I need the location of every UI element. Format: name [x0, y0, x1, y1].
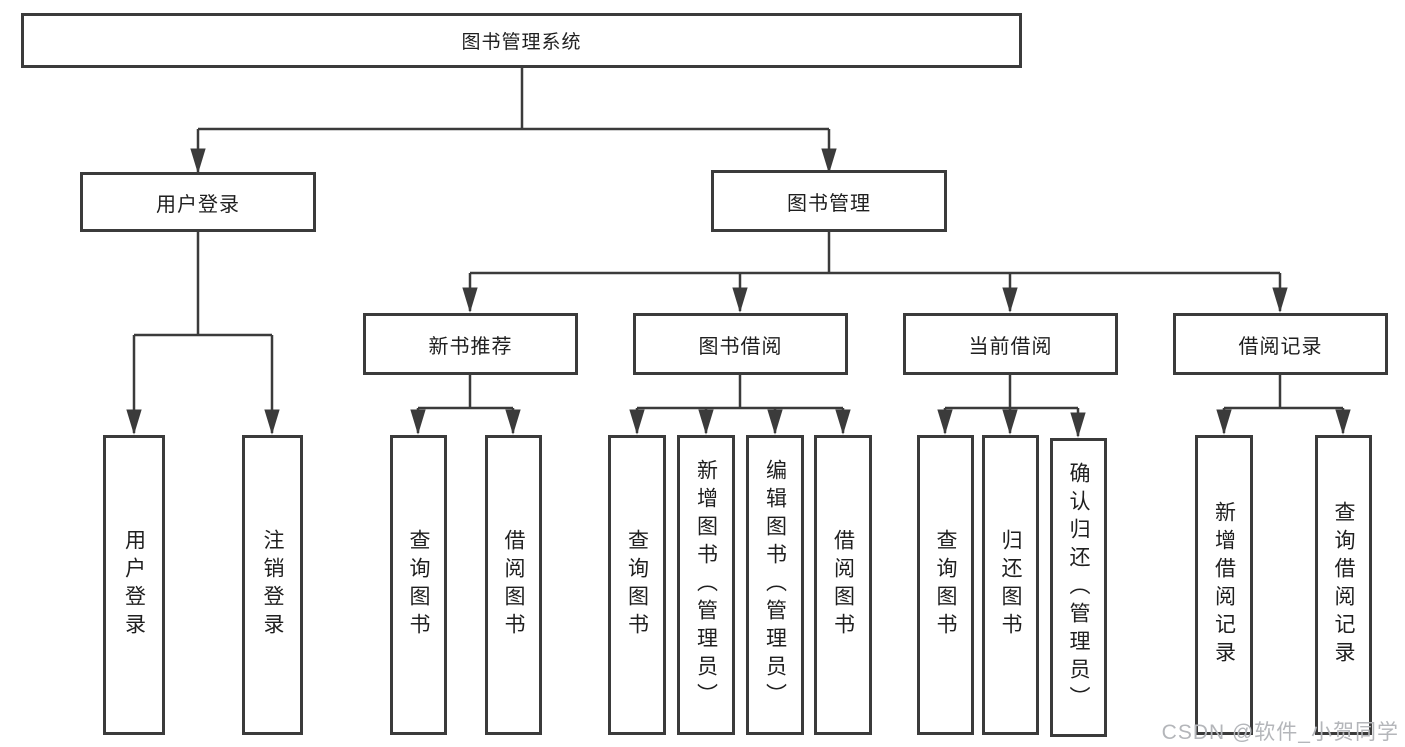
node-label: 借阅记录 [1238, 335, 1323, 358]
node-leaf-borrow-books-2: 借阅图书 [814, 435, 872, 735]
node-label: 编辑图书（管理员） [763, 459, 787, 711]
node-label: 查询图书 [407, 529, 430, 641]
node-label: 查询图书 [934, 529, 957, 641]
node-leaf-query-books-2: 查询图书 [608, 435, 666, 735]
node-label: 当前借阅 [968, 335, 1053, 358]
node-book-management: 图书管理 [711, 170, 947, 232]
node-current-borrow: 当前借阅 [903, 313, 1118, 375]
node-label: 归还图书 [999, 529, 1022, 641]
node-label: 图书借阅 [698, 335, 783, 358]
connector-book-borrow-trunk [637, 375, 843, 410]
node-user-login: 用户登录 [80, 172, 316, 232]
node-leaf-logout: 注销登录 [242, 435, 303, 735]
node-label: 新书推荐 [428, 335, 513, 358]
node-label: 查询借阅记录 [1332, 501, 1355, 669]
node-leaf-query-books-3: 查询图书 [917, 435, 974, 735]
node-leaf-return-books: 归还图书 [982, 435, 1039, 735]
node-label: 确认归还（管理员） [1067, 461, 1090, 714]
connector-book-management-trunk [470, 232, 1280, 275]
node-leaf-query-books-1: 查询图书 [390, 435, 447, 735]
node-book-borrow: 图书借阅 [633, 313, 848, 375]
node-leaf-query-borrow-record: 查询借阅记录 [1315, 435, 1372, 735]
node-leaf-edit-books-admin: 编辑图书（管理员） [746, 435, 804, 735]
node-borrow-records: 借阅记录 [1173, 313, 1388, 375]
node-leaf-borrow-books-1: 借阅图书 [485, 435, 542, 735]
connector-user-login-trunk [134, 232, 272, 337]
connector-borrow-records-trunk [1224, 375, 1343, 410]
connector-current-borrow-trunk [945, 375, 1078, 410]
node-label: 用户登录 [122, 529, 146, 641]
node-label: 借阅图书 [502, 529, 525, 641]
node-label: 新增图书（管理员） [694, 459, 718, 711]
node-label: 新增借阅记录 [1212, 501, 1236, 669]
connector-new-book-trunk [418, 375, 513, 410]
node-label: 注销登录 [261, 529, 284, 641]
node-label: 查询图书 [625, 529, 649, 641]
node-label: 借阅图书 [831, 529, 855, 641]
node-new-book-recommend: 新书推荐 [363, 313, 578, 375]
node-library-management-system: 图书管理系统 [21, 13, 1022, 68]
connector-root-trunk [198, 68, 829, 131]
node-leaf-add-borrow-record: 新增借阅记录 [1195, 435, 1253, 735]
node-label: 图书管理系统 [461, 32, 582, 53]
node-leaf-confirm-return-admin: 确认归还（管理员） [1050, 438, 1107, 737]
node-label: 用户登录 [156, 193, 240, 216]
csdn-watermark: CSDN @软件_小贺同学 [1161, 721, 1399, 744]
node-leaf-user-login: 用户登录 [103, 435, 165, 735]
node-leaf-add-books-admin: 新增图书（管理员） [677, 435, 735, 735]
node-label: 图书管理 [787, 192, 871, 215]
